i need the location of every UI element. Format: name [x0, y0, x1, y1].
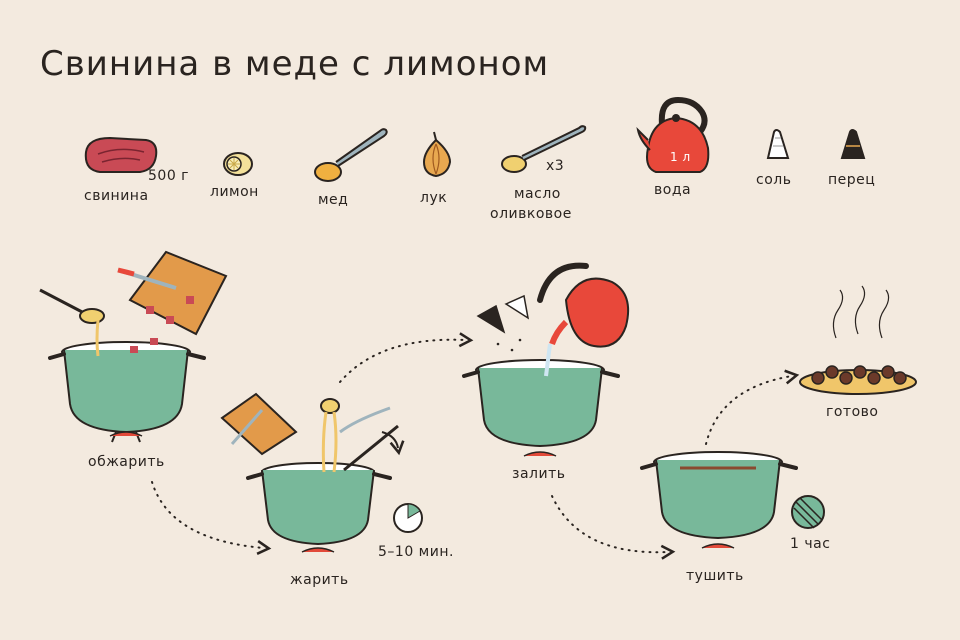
oil-spoon-icon — [501, 125, 587, 173]
oil-label-line1: масло — [514, 186, 561, 202]
pepper-shaker-icon — [840, 129, 866, 159]
step4-pot — [640, 451, 798, 549]
onion-icon — [422, 131, 452, 178]
step2-pot — [246, 462, 392, 553]
pork-label: свинина — [84, 188, 149, 204]
step3-label: залить — [512, 466, 566, 482]
step2-spatula — [339, 406, 405, 472]
step3-salt-pepper — [476, 294, 530, 352]
done-label: готово — [826, 404, 879, 420]
step1-pot — [48, 341, 206, 443]
step1-oil-spoon — [39, 288, 105, 357]
water-label: вода — [654, 182, 692, 198]
lemon-icon — [223, 152, 253, 176]
kettle-volume: 1 л — [670, 150, 691, 164]
kettle-icon — [636, 96, 710, 173]
onion-label: лук — [420, 190, 448, 206]
honey-label: мед — [318, 192, 349, 208]
flow-arrows — [151, 332, 800, 560]
pepper-label: перец — [828, 172, 876, 188]
step4-label: тушить — [686, 568, 744, 584]
step1-label: обжарить — [88, 454, 165, 470]
step3-kettle — [537, 262, 630, 377]
lemon-label: лимон — [210, 184, 259, 200]
page-title: Свинина в меде с лимоном — [40, 44, 550, 84]
step4-time: 1 час — [790, 536, 831, 552]
pork-amount: 500 г — [148, 168, 190, 184]
oil-label-line2: оливковое — [490, 206, 572, 222]
oil-amount: x3 — [546, 158, 565, 174]
timer-10min-icon — [393, 503, 423, 533]
timer-1hour-icon — [791, 495, 825, 529]
step1-cutting-board — [117, 250, 228, 353]
step2-honey-pour — [320, 398, 340, 473]
step3-pot — [462, 359, 620, 457]
meat-icon — [84, 136, 158, 173]
salt-shaker-icon — [766, 129, 790, 159]
step2-time: 5–10 мин. — [378, 544, 454, 560]
salt-label: соль — [756, 172, 792, 188]
finished-dish-icon — [799, 285, 917, 395]
step2-cutting-board — [220, 392, 298, 456]
honey-spoon-icon — [314, 128, 388, 182]
step2-label: жарить — [290, 572, 349, 588]
